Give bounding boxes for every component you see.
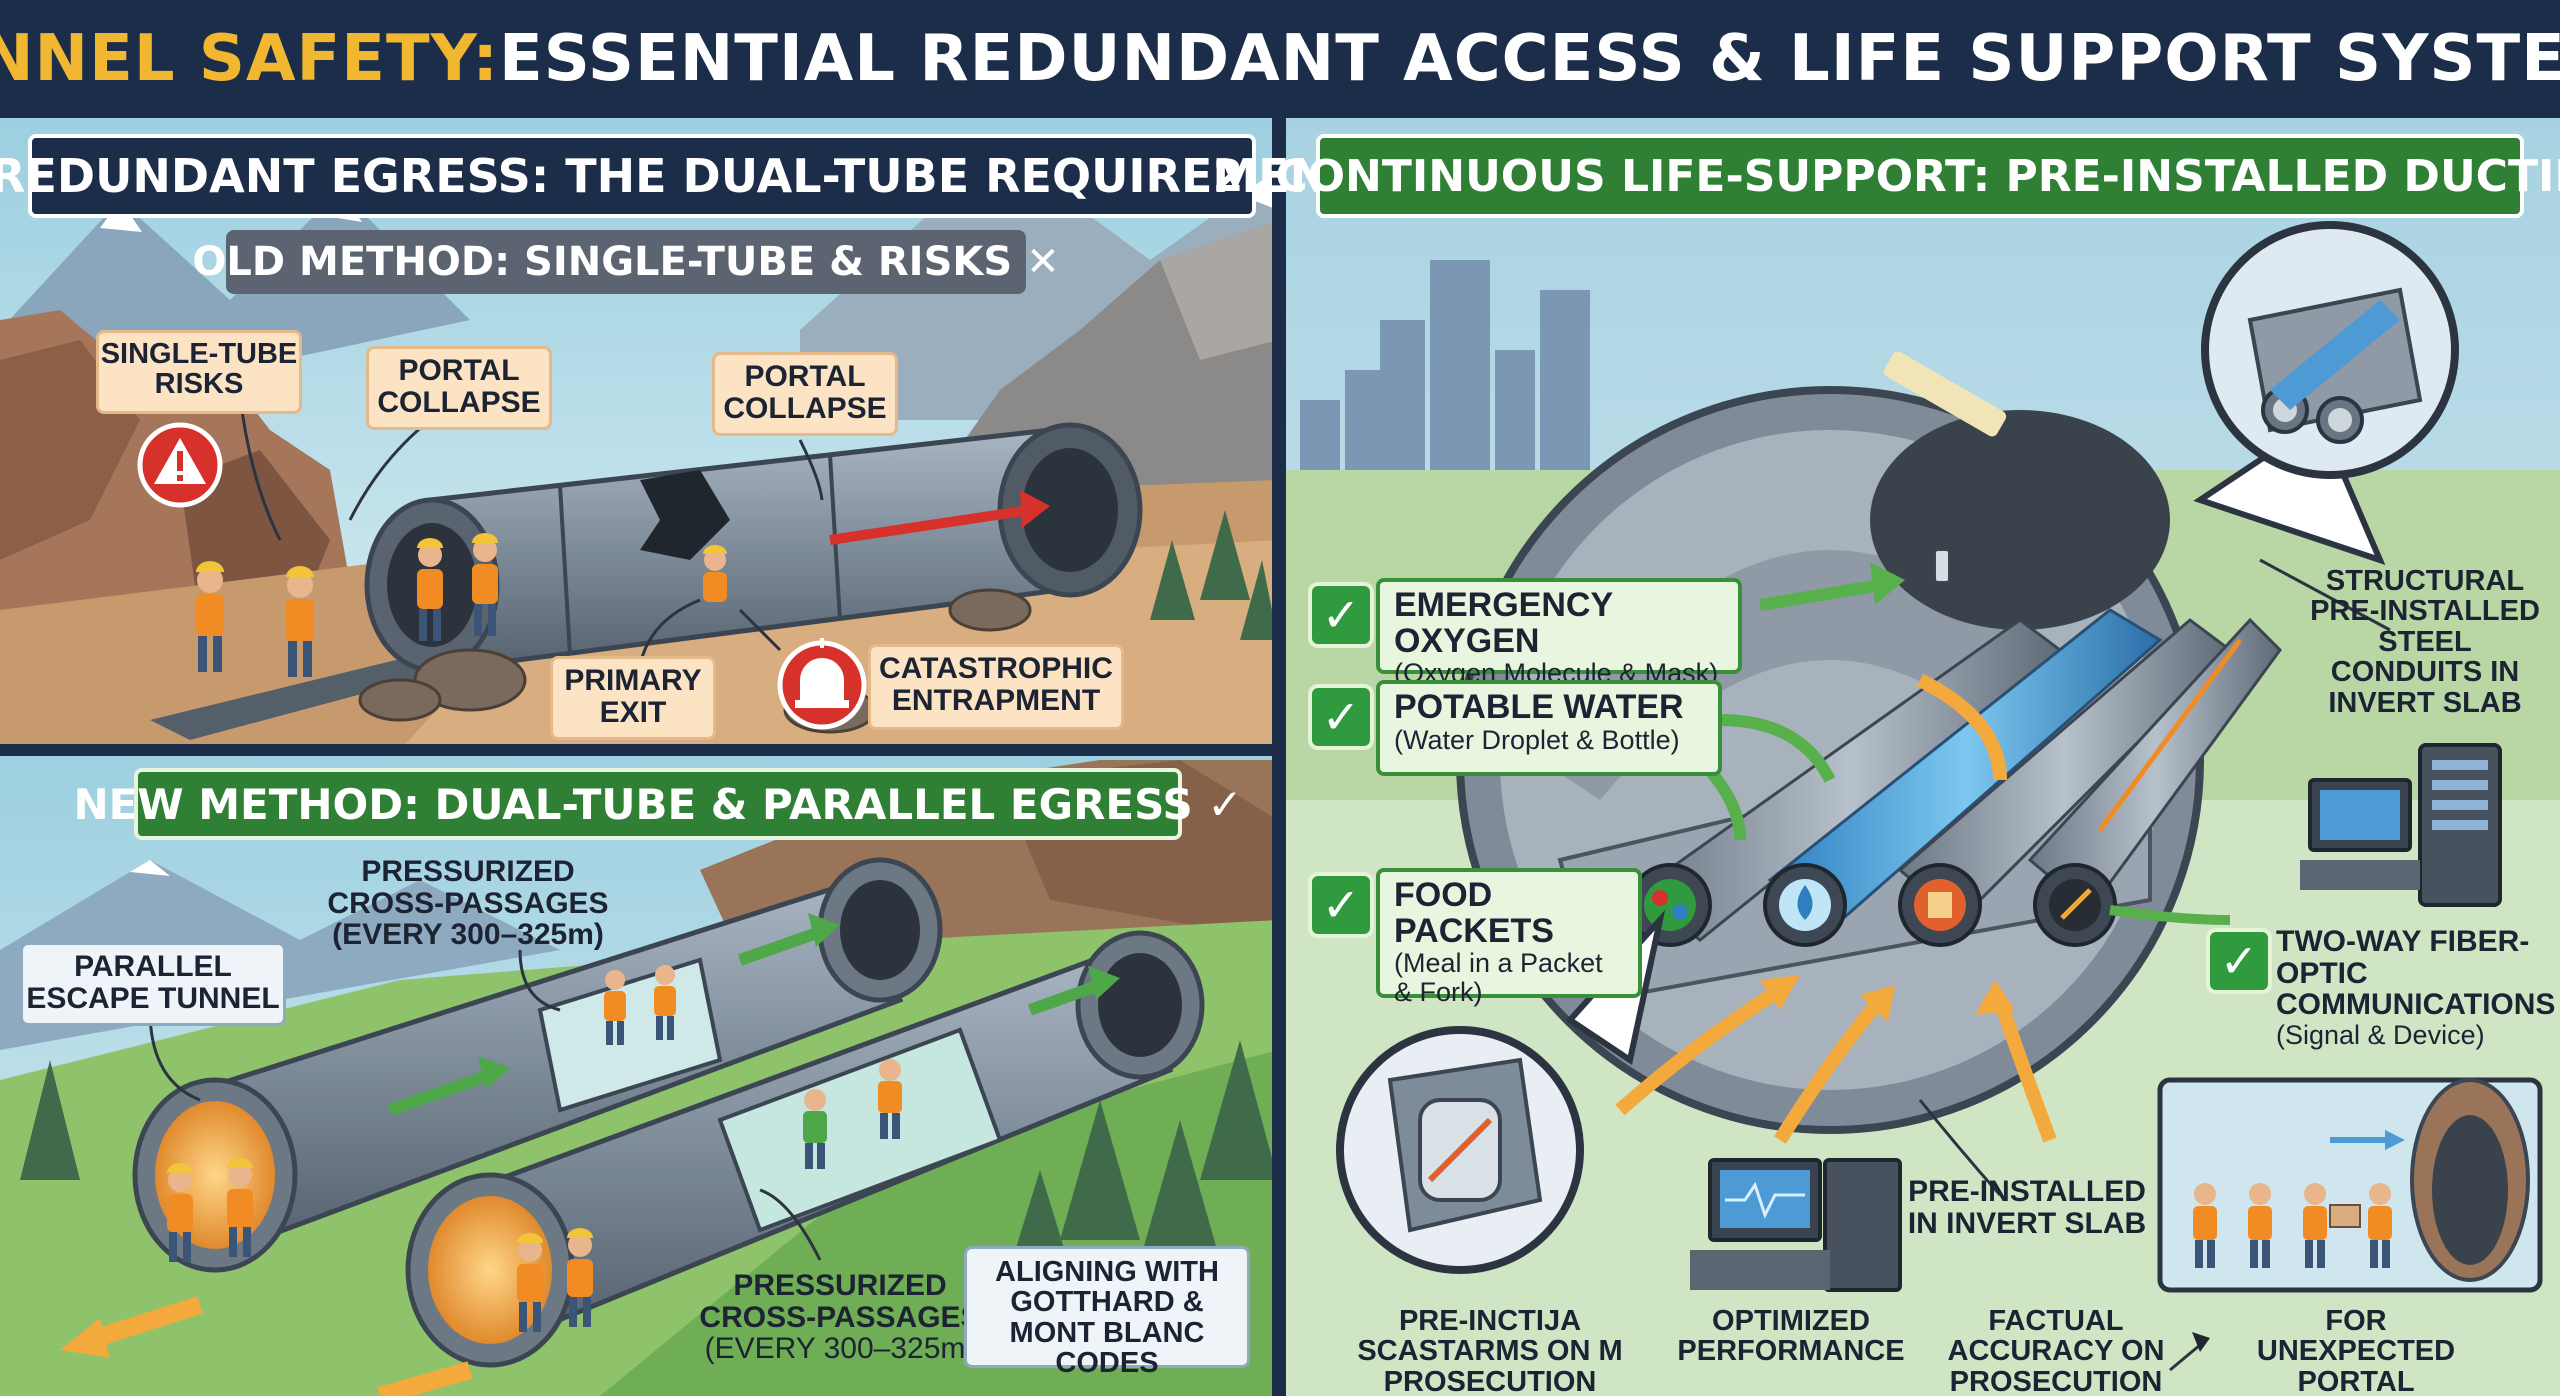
item-potable-water: POTABLE WATER (Water Droplet & Bottle) — [1376, 680, 1722, 776]
conduit-zoom — [2193, 221, 2459, 565]
workers-new — [167, 965, 902, 1332]
section-1-heading: 1. REDUNDANT EGRESS: THE DUAL-TUBE REQUI… — [0, 134, 1359, 218]
label-pressurized-top: PRESSURIZED CROSS-PASSAGES (EVERY 300–32… — [327, 855, 609, 951]
section-2-heading: 2. CONTINUOUS LIFE-SUPPORT: PRE-INSTALLE… — [1213, 134, 2560, 218]
section-1-heading-text: 1. REDUNDANT EGRESS: THE DUAL-TUBE REQUI… — [0, 149, 1360, 203]
page-header: TUNNEL SAFETY: ESSENTIAL REDUNDANT ACCES… — [0, 0, 2560, 118]
label-bottom-b: OPTIMIZED PERFORMANCE — [1677, 1305, 1905, 1368]
label-pressurized-bottom: PRESSURIZED CROSS-PASSAGES (EVERY 300–32… — [699, 1269, 981, 1365]
new-method-scene — [0, 750, 1278, 1396]
server-icon — [2300, 743, 2502, 907]
label-pre-installed: PRE-INSTALLED IN INVERT SLAB — [1907, 1175, 2147, 1240]
label-portal-collapse-1: PORTAL COLLAPSE — [366, 346, 552, 430]
old-method-text: OLD METHOD: SINGLE-TUBE & RISKS ✕ — [192, 239, 1060, 285]
control-console-icon — [1690, 1158, 1902, 1292]
fiber-optic-icon — [2033, 863, 2117, 947]
new-method-text: NEW METHOD: DUAL-TUBE & PARALLEL EGRESS … — [73, 779, 1243, 829]
workers-portal-scene — [2157, 1077, 2543, 1293]
label-catastrophic-entrapment: CATASTROPHIC ENTRAPMENT — [868, 644, 1124, 730]
warning-icon — [137, 422, 223, 508]
check-icon-water: ✓ — [1308, 684, 1374, 750]
oxygen-icon — [1628, 863, 1712, 947]
label-bottom-d: FOR UNEXPECTED PORTAL COLLAPSE — [2256, 1305, 2456, 1396]
food-packet-icon — [1898, 863, 1982, 947]
check-icon-fiber: ✓ — [2206, 928, 2272, 994]
label-bottom-a: PRE-INCTIJA SCASTARMS ON M PROSECUTION — [1357, 1305, 1623, 1396]
label-parallel-escape: PARALLEL ESCAPE TUNNEL — [20, 942, 286, 1026]
old-method-scene — [0, 118, 1278, 750]
alarm-icon — [777, 638, 867, 730]
section-2-heading-text: 2. CONTINUOUS LIFE-SUPPORT: PRE-INSTALLE… — [1212, 150, 2560, 202]
check-icon-food: ✓ — [1308, 872, 1374, 938]
label-primary-exit: PRIMARY EXIT — [550, 656, 716, 740]
label-structural-conduits: STRUCTURAL PRE-INSTALLED STEEL CONDUITS … — [2310, 565, 2540, 719]
city-skyline — [1300, 260, 1590, 480]
page-title: ESSENTIAL REDUNDANT ACCESS & LIFE SUPPOR… — [498, 22, 2560, 96]
label-single-tube-risks: SINGLE-TUBE RISKS — [96, 330, 302, 414]
water-drop-icon — [1763, 863, 1847, 947]
item-food-packets: FOOD PACKETS (Meal in a Packet & Fork) — [1376, 868, 1642, 1006]
workers-old — [196, 533, 727, 677]
page-title-highlight: TUNNEL SAFETY: — [0, 22, 499, 96]
label-aligning-codes: ALIGNING WITH GOTTHARD & MONT BLANC CODE… — [964, 1246, 1250, 1379]
label-fiber-optic: TWO-WAY FIBER-OPTIC COMMUNICATIONS (Sign… — [2276, 925, 2556, 1050]
label-bottom-c: FACTUAL ACCURACY ON PROSECUTION — [1947, 1305, 2165, 1396]
new-method-banner: NEW METHOD: DUAL-TUBE & PARALLEL EGRESS … — [73, 768, 1243, 840]
item-emergency-oxygen: EMERGENCY OXYGEN (Oxygen Molecule & Mask… — [1376, 578, 1742, 688]
label-portal-collapse-2: PORTAL COLLAPSE — [712, 352, 898, 436]
check-icon-oxygen: ✓ — [1308, 582, 1374, 648]
single-tube — [364, 422, 1143, 673]
old-method-banner: OLD METHOD: SINGLE-TUBE & RISKS ✕ — [192, 230, 1060, 294]
